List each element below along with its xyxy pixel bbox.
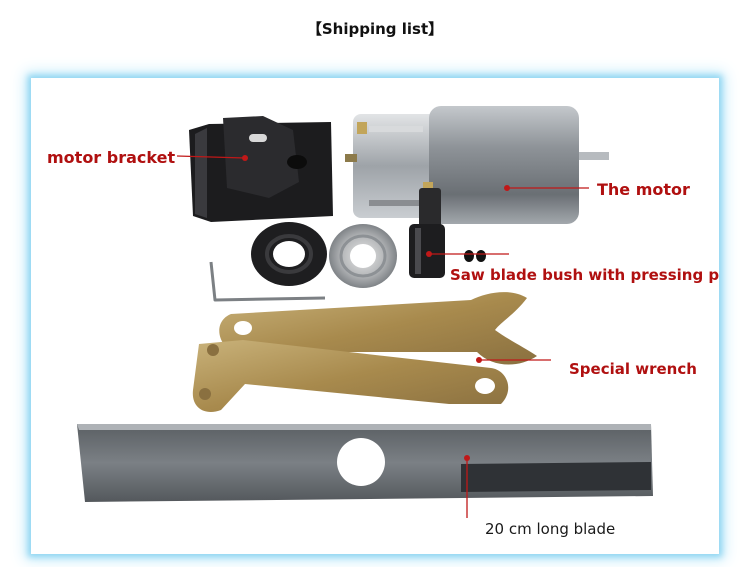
product-photo-frame: motor bracket The motor Saw blade bush w… bbox=[31, 78, 719, 554]
page-title: 【Shipping list】 bbox=[306, 20, 444, 38]
pressing-flange-image bbox=[329, 224, 397, 288]
saw-blade-image bbox=[77, 424, 653, 502]
special-wrench-lower-image bbox=[192, 340, 509, 412]
set-screws-image bbox=[464, 250, 486, 262]
label-special-wrench: Special wrench bbox=[569, 360, 697, 378]
saw-blade-bush-image bbox=[409, 188, 445, 278]
label-blade: 20 cm long blade bbox=[485, 520, 616, 538]
allen-key-image bbox=[209, 261, 326, 302]
motor-bracket-image bbox=[189, 116, 333, 222]
annotation-leaders bbox=[176, 155, 589, 518]
rubber-washer-image bbox=[251, 222, 327, 286]
label-motor: The motor bbox=[597, 180, 690, 199]
leader-motor-bracket bbox=[176, 155, 246, 159]
label-saw-blade-bush: Saw blade bush with pressing plate bbox=[450, 266, 719, 284]
product-photo bbox=[77, 106, 653, 518]
label-motor-bracket: motor bracket bbox=[47, 148, 176, 167]
motor-image bbox=[345, 106, 609, 224]
